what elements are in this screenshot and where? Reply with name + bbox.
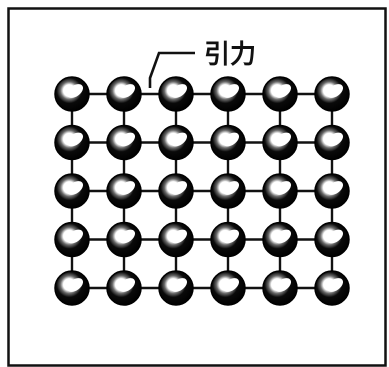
atom	[210, 124, 246, 161]
atom	[210, 270, 246, 306]
label-leader-line	[148, 51, 195, 88]
atom	[314, 173, 350, 209]
atom	[158, 76, 194, 112]
atom	[158, 270, 194, 306]
atom	[210, 173, 246, 209]
atom	[106, 173, 142, 209]
atom	[106, 270, 142, 306]
atoms-layer	[54, 76, 350, 306]
atom	[54, 270, 90, 306]
atom	[262, 124, 298, 161]
atom	[158, 221, 194, 258]
atom	[262, 76, 298, 112]
attraction-label: 引力	[204, 40, 256, 70]
atom	[158, 173, 194, 209]
atom	[54, 173, 90, 209]
atom	[262, 173, 298, 209]
atom	[314, 124, 350, 161]
atom	[106, 124, 142, 161]
atom	[54, 124, 90, 161]
atom	[54, 76, 90, 112]
atom	[106, 76, 142, 112]
atom	[314, 270, 350, 306]
atom	[262, 270, 298, 306]
atom	[54, 221, 90, 258]
border-box	[7, 7, 387, 367]
atom	[314, 76, 350, 112]
atom	[210, 76, 246, 112]
atom	[262, 221, 298, 258]
atom	[314, 221, 350, 258]
atom	[158, 124, 194, 161]
atom	[210, 221, 246, 258]
atom	[106, 221, 142, 258]
